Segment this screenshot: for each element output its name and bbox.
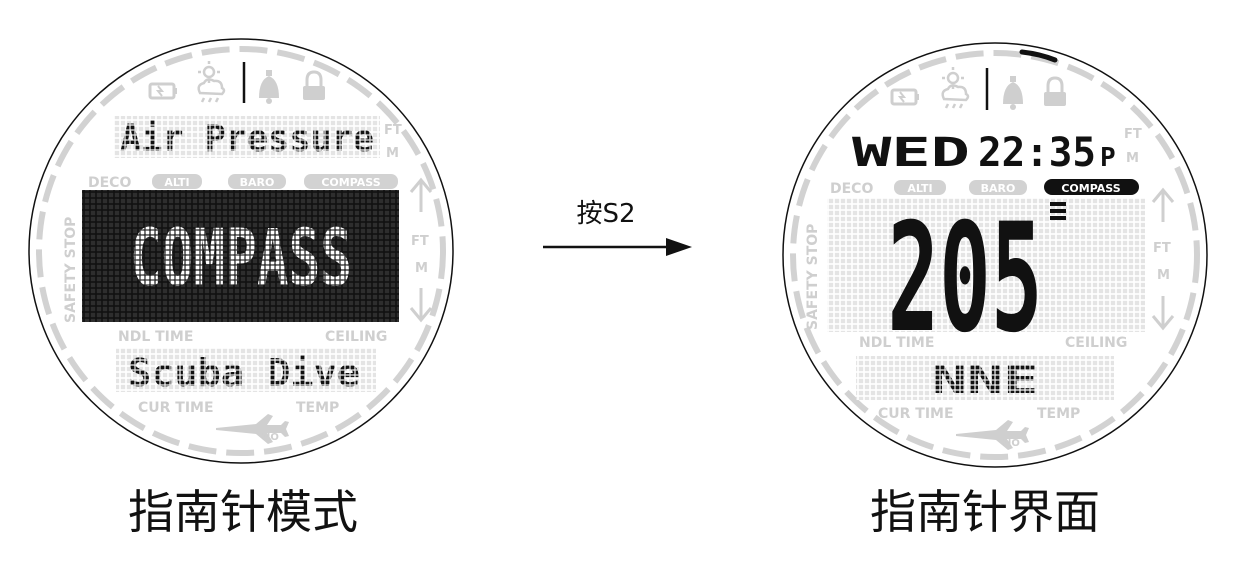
arrow-label: 按S2 <box>576 199 635 229</box>
right-safety-stop-label: SAFETY STOP <box>805 224 821 330</box>
right-temp-label: TEMP <box>1037 406 1080 422</box>
weather-icon <box>941 67 970 109</box>
right-side-ft: FT <box>1153 241 1171 256</box>
left-bottom-display-grid <box>116 348 376 392</box>
right-ndl-time-label: NDL TIME <box>859 335 934 351</box>
right-no-label: NO <box>1003 438 1020 449</box>
right-bottom-display-grid <box>856 356 1114 400</box>
right-watch-dashed-bezel <box>790 50 1200 460</box>
right-airplane-icon <box>956 420 1029 450</box>
left-watch-dashed-bezel <box>36 46 446 456</box>
left-up-arrow-icon <box>409 177 433 212</box>
right-direction-text: NNE <box>931 358 1039 402</box>
left-top-display-grid <box>114 116 380 158</box>
battery-icon <box>890 88 919 106</box>
right-unit-ft: FT <box>1124 127 1142 142</box>
left-caption: 指南针模式 <box>128 485 358 539</box>
left-side-ft: FT <box>411 234 429 249</box>
right-ampm: P <box>1100 143 1116 173</box>
left-baro-badge: BARO <box>240 176 275 189</box>
right-ceiling-label: CEILING <box>1065 335 1127 351</box>
bell-icon <box>259 70 279 104</box>
right-cur-time-label: CUR TIME <box>878 406 954 422</box>
weather-icon <box>197 61 226 103</box>
right-up-arrow-icon <box>1151 187 1175 222</box>
bell-icon <box>1003 76 1023 110</box>
right-unit-m: M <box>1126 151 1139 166</box>
right-day: WED <box>852 130 970 176</box>
lock-icon <box>303 70 325 100</box>
right-deco-label: DECO <box>830 181 873 197</box>
left-deco-label: DECO <box>88 175 131 191</box>
right-main-display-grid <box>827 198 1145 332</box>
right-watch-face: WED 22:35 P FT M DECO ALTI BARO COMPASS … <box>782 42 1208 468</box>
left-side-m: M <box>415 261 428 276</box>
left-no-label: NO <box>262 432 279 443</box>
transition-arrow <box>543 238 692 256</box>
right-caption: 指南针界面 <box>870 485 1100 539</box>
left-bottom-text: Scuba Dive <box>128 351 360 395</box>
right-alti-badge: ALTI <box>907 182 932 195</box>
left-unit-ft: FT <box>384 123 402 138</box>
left-ceiling-label: CEILING <box>325 329 387 345</box>
left-airplane-icon <box>216 414 289 444</box>
battery-icon <box>148 82 177 100</box>
left-main-display <box>82 190 399 322</box>
left-safety-stop-label: SAFETY STOP <box>63 217 79 323</box>
left-alti-badge: ALTI <box>164 176 189 189</box>
degree-symbol <box>1050 202 1066 220</box>
left-temp-label: TEMP <box>296 400 339 416</box>
left-main-text: COMPASS <box>130 214 352 304</box>
right-compass-badge: COMPASS <box>1061 182 1120 195</box>
left-ndl-time-label: NDL TIME <box>118 329 193 345</box>
right-heading-value: 205 <box>888 192 1043 366</box>
right-baro-badge: BARO <box>981 182 1016 195</box>
left-compass-badge: COMPASS <box>321 176 380 189</box>
left-watch-face: Air Pressure FT M DECO ALTI BARO COMPASS… <box>28 38 454 464</box>
left-top-text: Air Pressure <box>120 117 374 160</box>
right-side-m: M <box>1157 268 1170 283</box>
left-cur-time-label: CUR TIME <box>138 400 214 416</box>
right-bezel-indicator <box>1019 49 1058 63</box>
lock-icon <box>1044 76 1066 106</box>
right-time: 22:35 <box>978 130 1096 176</box>
right-down-arrow-icon <box>1151 296 1175 331</box>
left-unit-m: M <box>386 146 399 161</box>
left-down-arrow-icon <box>409 288 433 323</box>
